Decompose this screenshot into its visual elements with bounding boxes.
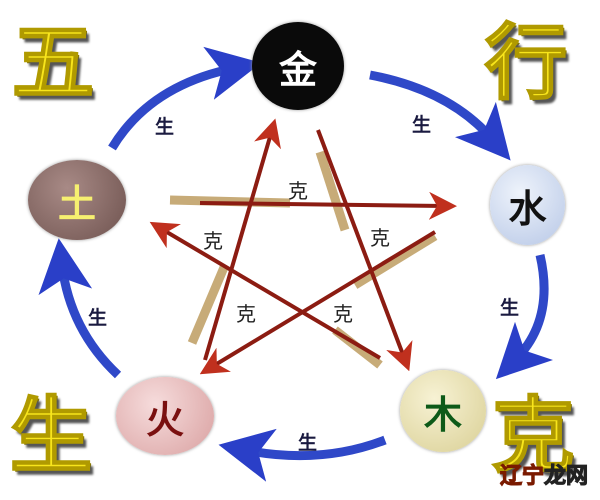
node-fire: 火	[116, 377, 214, 455]
arrow-wood-to-fire	[218, 428, 387, 482]
overcoming-arrows	[149, 118, 457, 375]
label-overcome-right: 克	[370, 226, 390, 250]
node-water: 水	[490, 165, 565, 245]
label-generate-metal-water: 生	[412, 114, 432, 136]
arrow-metal-to-water	[369, 70, 511, 161]
watermark-part1: 辽宁	[499, 464, 545, 490]
title-char-ke: 克	[491, 388, 575, 484]
arrow-fire-to-metal	[203, 118, 281, 361]
watermark-part2: 龙网	[544, 464, 589, 490]
label-overcome-left: 克	[203, 229, 223, 253]
label-overcome-bottom-left: 克	[236, 302, 256, 326]
arrow-fire-to-earth	[38, 238, 122, 379]
node-earth-label: 土	[57, 181, 96, 226]
watermark: 辽宁龙网	[499, 458, 589, 490]
arrow-water-to-fire	[199, 230, 437, 375]
label-overcome-top: 克	[288, 179, 308, 203]
arrow-earth-to-metal	[108, 46, 262, 151]
node-wood-label: 木	[423, 392, 462, 437]
label-generate-earth-metal: 生	[155, 116, 175, 138]
node-metal-label: 金	[278, 47, 317, 92]
title-char-sheng: 生	[9, 388, 93, 484]
arrow-metal-to-wood	[316, 129, 413, 372]
node-water-label: 水	[508, 186, 547, 231]
node-earth: 土	[28, 160, 126, 240]
arrow-water-to-wood	[495, 253, 554, 380]
label-generate-wood-fire: 生	[298, 432, 318, 454]
arrow-wood-to-earth	[149, 221, 382, 360]
label-generate-fire-earth: 生	[88, 307, 108, 329]
label-overcome-bottom-right: 克	[333, 302, 353, 326]
generating-arrows	[38, 46, 554, 482]
label-generate-water-wood: 生	[500, 297, 520, 319]
arrow-earth-to-water	[199, 191, 457, 220]
node-wood: 木	[400, 370, 486, 452]
title-char-xing: 行	[484, 15, 568, 111]
node-metal: 金	[252, 22, 344, 110]
node-fire-label: 火	[145, 397, 184, 442]
title-char-wu: 五	[11, 15, 95, 111]
